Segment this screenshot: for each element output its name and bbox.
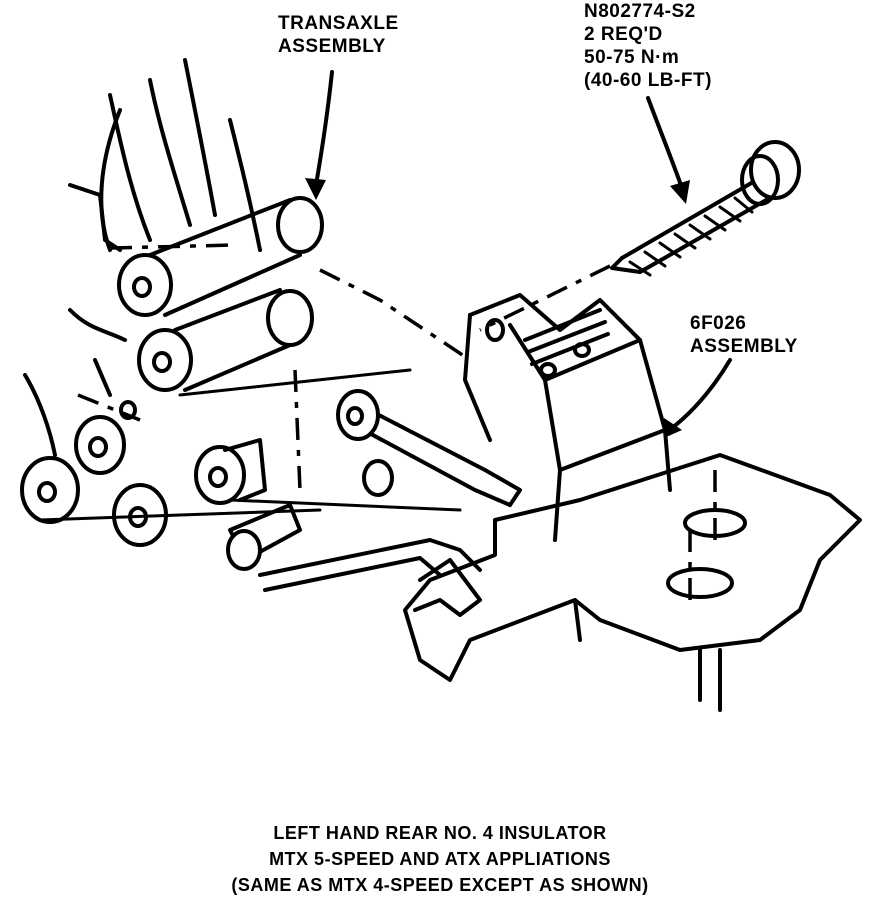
leader-arrows xyxy=(305,70,732,438)
transaxle-label-line-2: ASSEMBLY xyxy=(278,36,386,57)
bolt-torque-metric: 50-75 N·m xyxy=(584,47,680,68)
bolt-torque-imperial: (40-60 LB-FT) xyxy=(584,70,712,91)
bolt-spec-label: N802774-S2 2 REQ'D 50-75 N·m (40-60 LB-F… xyxy=(584,0,712,92)
bolt-quantity: 2 REQ'D xyxy=(584,24,663,45)
insulator-label-line-1: 6F026 xyxy=(690,313,747,334)
bolt-part-number: N802774-S2 xyxy=(584,1,696,22)
figure-caption: LEFT HAND REAR NO. 4 INSULATOR MTX 5-SPE… xyxy=(0,820,880,898)
insulator-assembly-label: 6F026 ASSEMBLY xyxy=(690,312,798,358)
transaxle-assembly-label: TRANSAXLE ASSEMBLY xyxy=(278,12,399,58)
caption-line-2: MTX 5-SPEED AND ATX APPLIATIONS xyxy=(269,849,611,869)
bolt-drawing xyxy=(479,140,801,332)
caption-line-1: LEFT HAND REAR NO. 4 INSULATOR xyxy=(273,823,607,843)
insulator-label-line-2: ASSEMBLY xyxy=(690,336,798,357)
transaxle-label-line-1: TRANSAXLE xyxy=(278,13,399,34)
transaxle-assembly-drawing xyxy=(20,58,471,547)
caption-line-3: (SAME AS MTX 4-SPEED EXCEPT AS SHOWN) xyxy=(231,875,649,895)
